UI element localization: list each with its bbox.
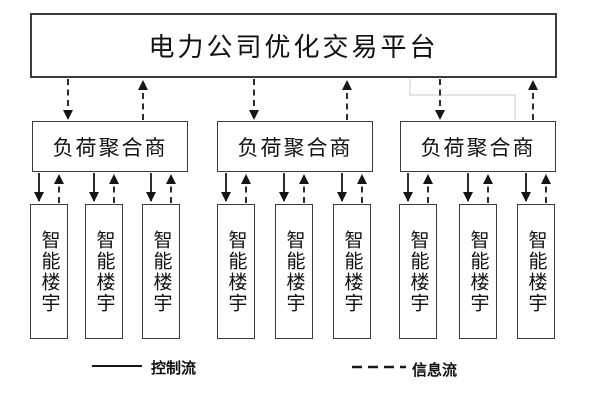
node-smart-building-3: 智能楼宇 xyxy=(142,204,180,339)
node-label: 智能楼宇 xyxy=(467,229,490,314)
node-load-aggregator-1: 负荷聚合商 xyxy=(32,121,188,172)
node-label: 电力公司优化交易平台 xyxy=(148,33,439,63)
node-label: 智能楼宇 xyxy=(341,229,364,314)
node-smart-building-5: 智能楼宇 xyxy=(275,204,313,339)
node-smart-building-9: 智能楼宇 xyxy=(517,204,555,339)
node-smart-building-8: 智能楼宇 xyxy=(459,204,497,339)
node-label: 负荷聚合商 xyxy=(420,135,536,160)
node-trading-platform: 电力公司优化交易平台 xyxy=(30,13,557,78)
stray-connector-line xyxy=(409,79,516,120)
node-label: 负荷聚合商 xyxy=(237,135,353,160)
node-label: 智能楼宇 xyxy=(525,229,548,314)
node-label: 智能楼宇 xyxy=(150,229,173,314)
legend-control-label: 控制流 xyxy=(151,359,197,377)
node-label: 智能楼宇 xyxy=(38,229,61,314)
node-smart-building-4: 智能楼宇 xyxy=(217,204,255,339)
legend-info-label: 信息流 xyxy=(412,361,458,379)
node-load-aggregator-3: 负荷聚合商 xyxy=(400,121,556,172)
node-label: 智能楼宇 xyxy=(225,229,248,314)
node-smart-building-1: 智能楼宇 xyxy=(30,204,68,339)
node-label: 智能楼宇 xyxy=(283,229,306,314)
node-smart-building-2: 智能楼宇 xyxy=(85,204,123,339)
node-label: 智能楼宇 xyxy=(93,229,116,314)
node-label: 智能楼宇 xyxy=(407,229,430,314)
node-load-aggregator-2: 负荷聚合商 xyxy=(217,121,373,172)
node-smart-building-7: 智能楼宇 xyxy=(399,204,437,339)
node-label: 负荷聚合商 xyxy=(52,135,168,160)
node-smart-building-6: 智能楼宇 xyxy=(333,204,371,339)
